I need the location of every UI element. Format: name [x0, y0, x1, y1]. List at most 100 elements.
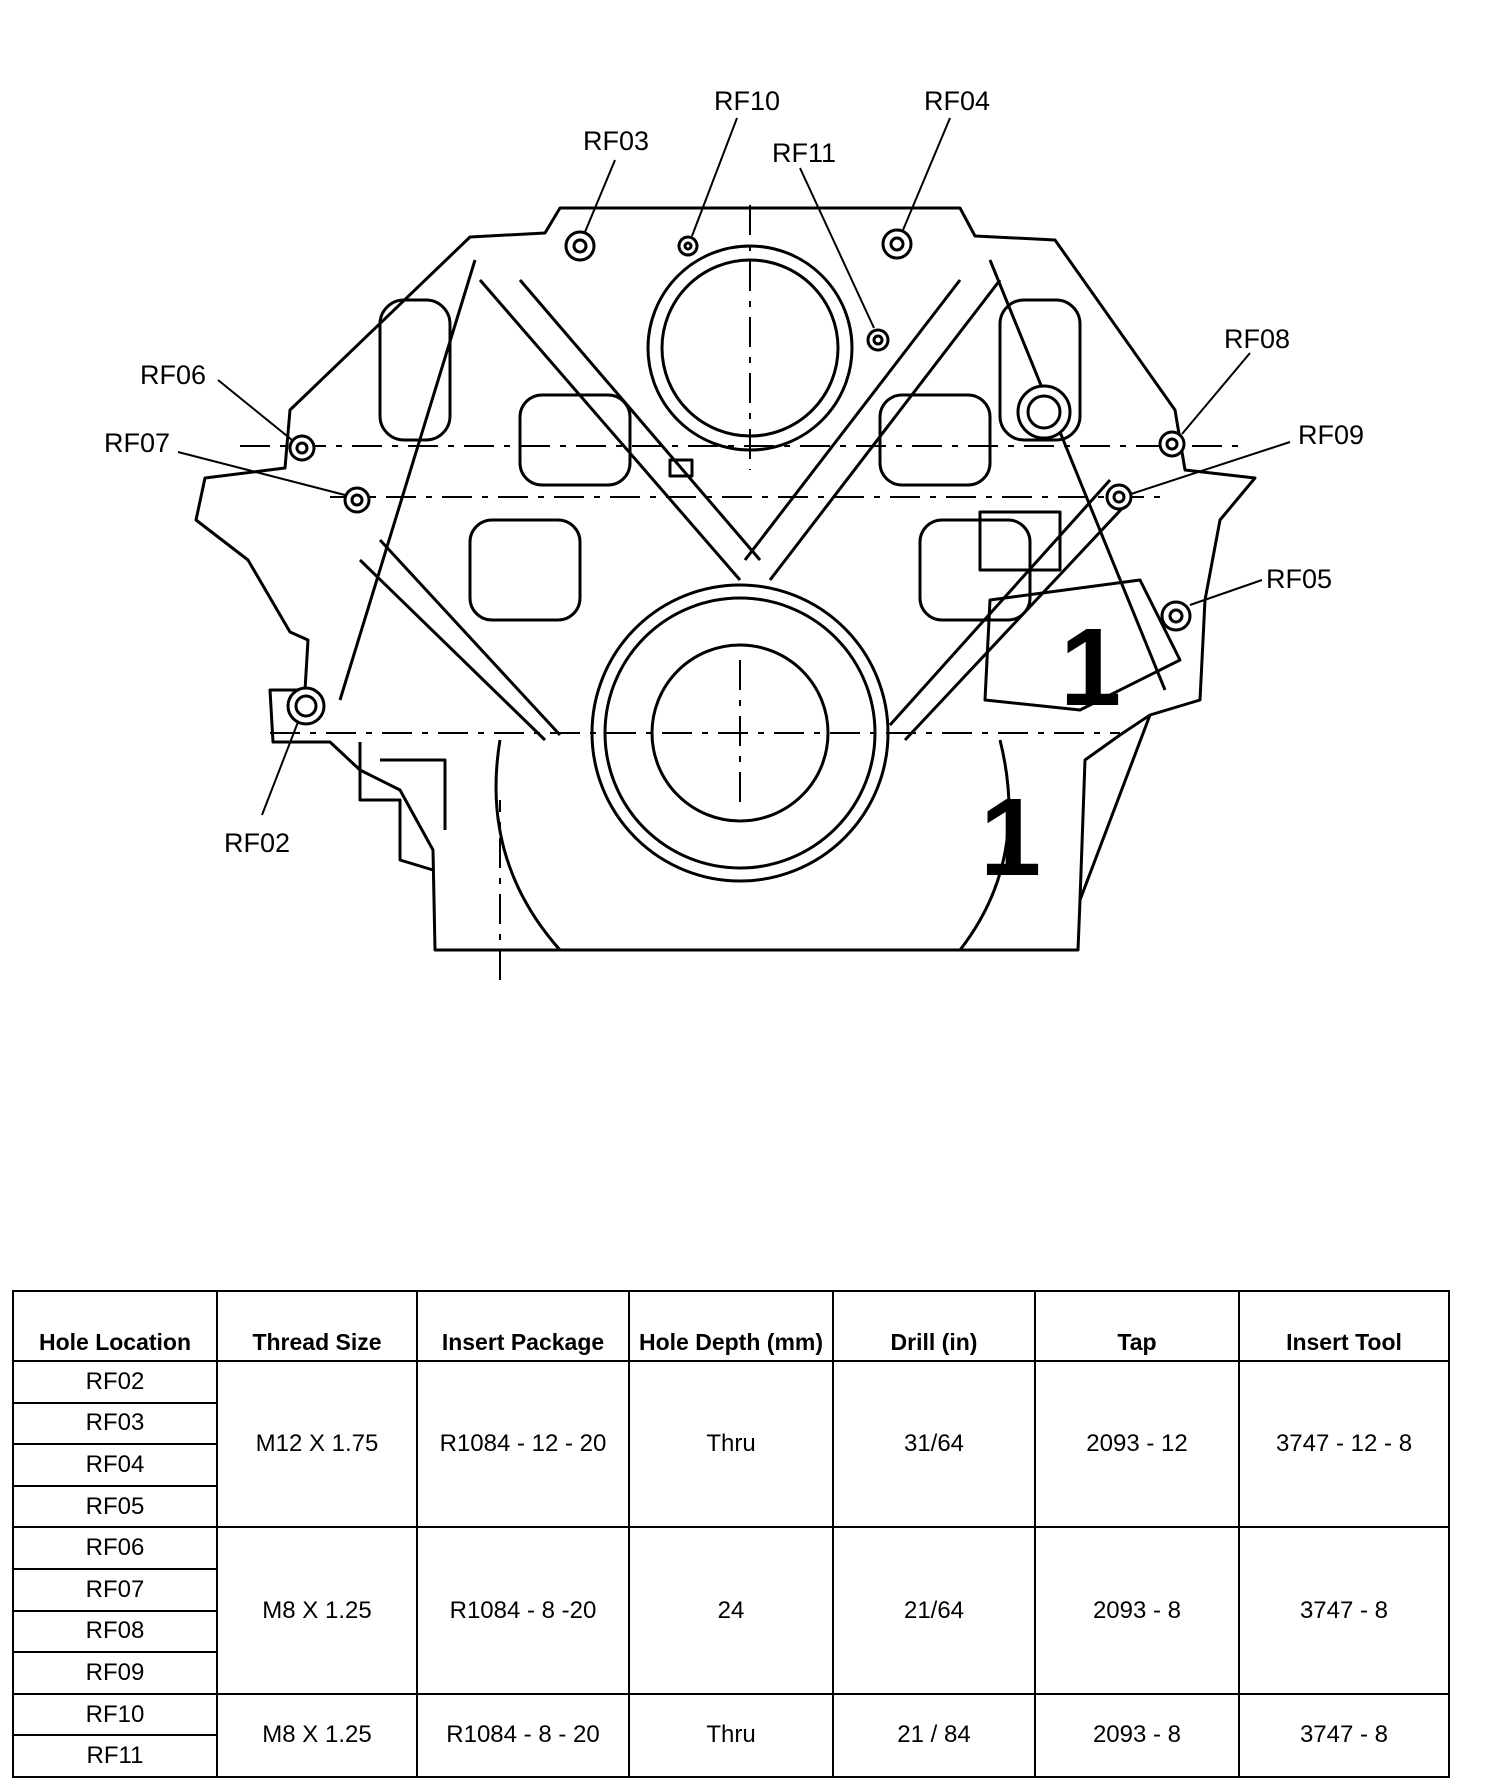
leader-rf07 [177, 451, 346, 496]
table-row: RF10 M8 X 1.25 R1084 - 8 - 20 Thru 21 / … [12, 1692, 1450, 1779]
hole-rf02 [286, 686, 326, 726]
thread-insert-spec-table: Hole Location Thread Size Insert Package… [12, 1290, 1450, 1779]
callout-rf02: RF02 [224, 828, 290, 858]
hole-rf04 [881, 228, 913, 260]
hole-location-cell: RF08 [12, 1609, 218, 1654]
tap-cell: 2093 - 12 [1034, 1359, 1240, 1529]
section-mark-upper: 1 [1060, 606, 1121, 729]
hole-rf08 [1158, 430, 1186, 458]
insert-package-cell: R1084 - 8 -20 [416, 1526, 630, 1695]
table-row: RF06 M8 X 1.25 R1084 - 8 -20 24 21/64 20… [12, 1526, 1450, 1695]
right-wall-diagonal [988, 259, 1167, 691]
callout-rf10: RF10 [714, 86, 780, 116]
table-row: RF08 [12, 1609, 1449, 1654]
pad-right [983, 578, 1182, 712]
hole-depth-cell: 24 [628, 1526, 834, 1695]
header-insert-package: Insert Package [416, 1290, 630, 1362]
hole-rf07 [343, 486, 371, 514]
lower-diagonal-right-2 [903, 498, 1132, 742]
drill-cell: 31/64 [832, 1359, 1036, 1529]
cutout-2 [468, 518, 582, 622]
hole-location-cell: RF06 [12, 1526, 218, 1570]
hole-rf03 [564, 230, 596, 262]
tap-cell: 2093 - 8 [1034, 1692, 1240, 1779]
thread-size-cell: M8 X 1.25 [216, 1692, 418, 1779]
bank-diagonal-left-1 [478, 279, 742, 581]
table-row: RF02 M12 X 1.75 R1084 - 12 - 20 Thru 31/… [12, 1359, 1450, 1529]
cutout-3 [878, 393, 992, 487]
header-drill: Drill (in) [832, 1290, 1036, 1362]
callout-rf04: RF04 [924, 86, 990, 116]
hole-rf10 [677, 235, 699, 257]
thread-size-cell: M8 X 1.25 [216, 1526, 418, 1695]
block-outline [194, 206, 1257, 952]
thread-size-cell: M12 X 1.75 [216, 1359, 418, 1529]
callout-rf09: RF09 [1298, 420, 1364, 450]
header-hole-location: Hole Location [12, 1290, 218, 1362]
hole-rf11 [866, 328, 890, 352]
leader-rf10 [691, 117, 738, 237]
table-row: RF05 [12, 1484, 1449, 1529]
hole-large-right [1016, 384, 1072, 440]
table-row: RF04 [12, 1443, 1449, 1487]
lower-diagonal-left [378, 538, 562, 737]
bank-diagonal-right-2 [743, 279, 962, 561]
left-wall-diagonal [338, 259, 477, 701]
hole-rf09 [1105, 483, 1133, 511]
hole-location-cell: RF10 [12, 1692, 218, 1737]
lower-diagonal-right [888, 478, 1112, 727]
header-insert-tool: Insert Tool [1238, 1290, 1450, 1362]
insert-tool-cell: 3747 - 8 [1238, 1526, 1450, 1695]
hole-location-cell: RF07 [12, 1567, 218, 1612]
callout-rf03: RF03 [583, 126, 649, 156]
lower-casting-left [358, 742, 447, 872]
insert-tool-cell: 3747 - 12 - 8 [1238, 1359, 1450, 1529]
leader-rf06 [217, 379, 293, 441]
hole-location-cell: RF04 [12, 1443, 218, 1487]
hole-location-cell: RF05 [12, 1484, 218, 1529]
header-hole-depth: Hole Depth (mm) [628, 1290, 834, 1362]
header-thread-size: Thread Size [216, 1290, 418, 1362]
callout-rf08: RF08 [1224, 324, 1290, 354]
callout-rf07: RF07 [104, 428, 170, 458]
leader-rf11 [799, 167, 875, 329]
bank-diagonal-right-1 [768, 279, 1002, 581]
table-row: RF03 [12, 1401, 1449, 1446]
cutout-5 [998, 298, 1082, 442]
lower-casting-right [1078, 713, 1151, 901]
insert-package-cell: R1084 - 8 - 20 [416, 1692, 630, 1779]
leader-rf03 [584, 159, 616, 233]
cutout-6 [378, 298, 452, 442]
drill-cell: 21/64 [832, 1526, 1036, 1695]
table-row: RF09 [12, 1651, 1449, 1695]
callout-rf11: RF11 [772, 138, 836, 168]
hole-location-cell: RF11 [12, 1734, 218, 1778]
hole-rf06 [288, 434, 316, 462]
bank-diagonal-left-2 [518, 279, 762, 561]
callout-rf06: RF06 [140, 360, 206, 390]
cutout-1 [518, 393, 632, 487]
hole-location-cell: RF09 [12, 1651, 218, 1695]
leader-rf09 [1130, 441, 1291, 495]
hole-depth-cell: Thru [628, 1359, 834, 1529]
leader-rf05 [1189, 579, 1263, 606]
insert-package-cell: R1084 - 12 - 20 [416, 1359, 630, 1529]
hole-rf05 [1160, 600, 1192, 632]
section-mark-lower: 1 [980, 776, 1041, 899]
drill-cell: 21 / 84 [832, 1692, 1036, 1779]
table-row: RF07 [12, 1567, 1449, 1612]
leader-rf02 [261, 721, 299, 816]
lower-diagonal-left-2 [358, 558, 547, 742]
insert-tool-cell: 3747 - 8 [1238, 1692, 1450, 1779]
leader-rf04 [902, 117, 951, 231]
hole-depth-cell: Thru [628, 1692, 834, 1779]
header-tap: Tap [1034, 1290, 1240, 1362]
hole-location-cell: RF02 [12, 1360, 218, 1404]
table-header-row: Hole Location Thread Size Insert Package… [12, 1290, 1450, 1362]
bearing-saddle [494, 739, 1011, 951]
small-slot [668, 458, 694, 478]
table-row: RF11 [12, 1734, 1449, 1778]
callout-rf05: RF05 [1266, 564, 1332, 594]
boss-right [978, 510, 1062, 572]
leader-rf08 [1181, 352, 1251, 435]
